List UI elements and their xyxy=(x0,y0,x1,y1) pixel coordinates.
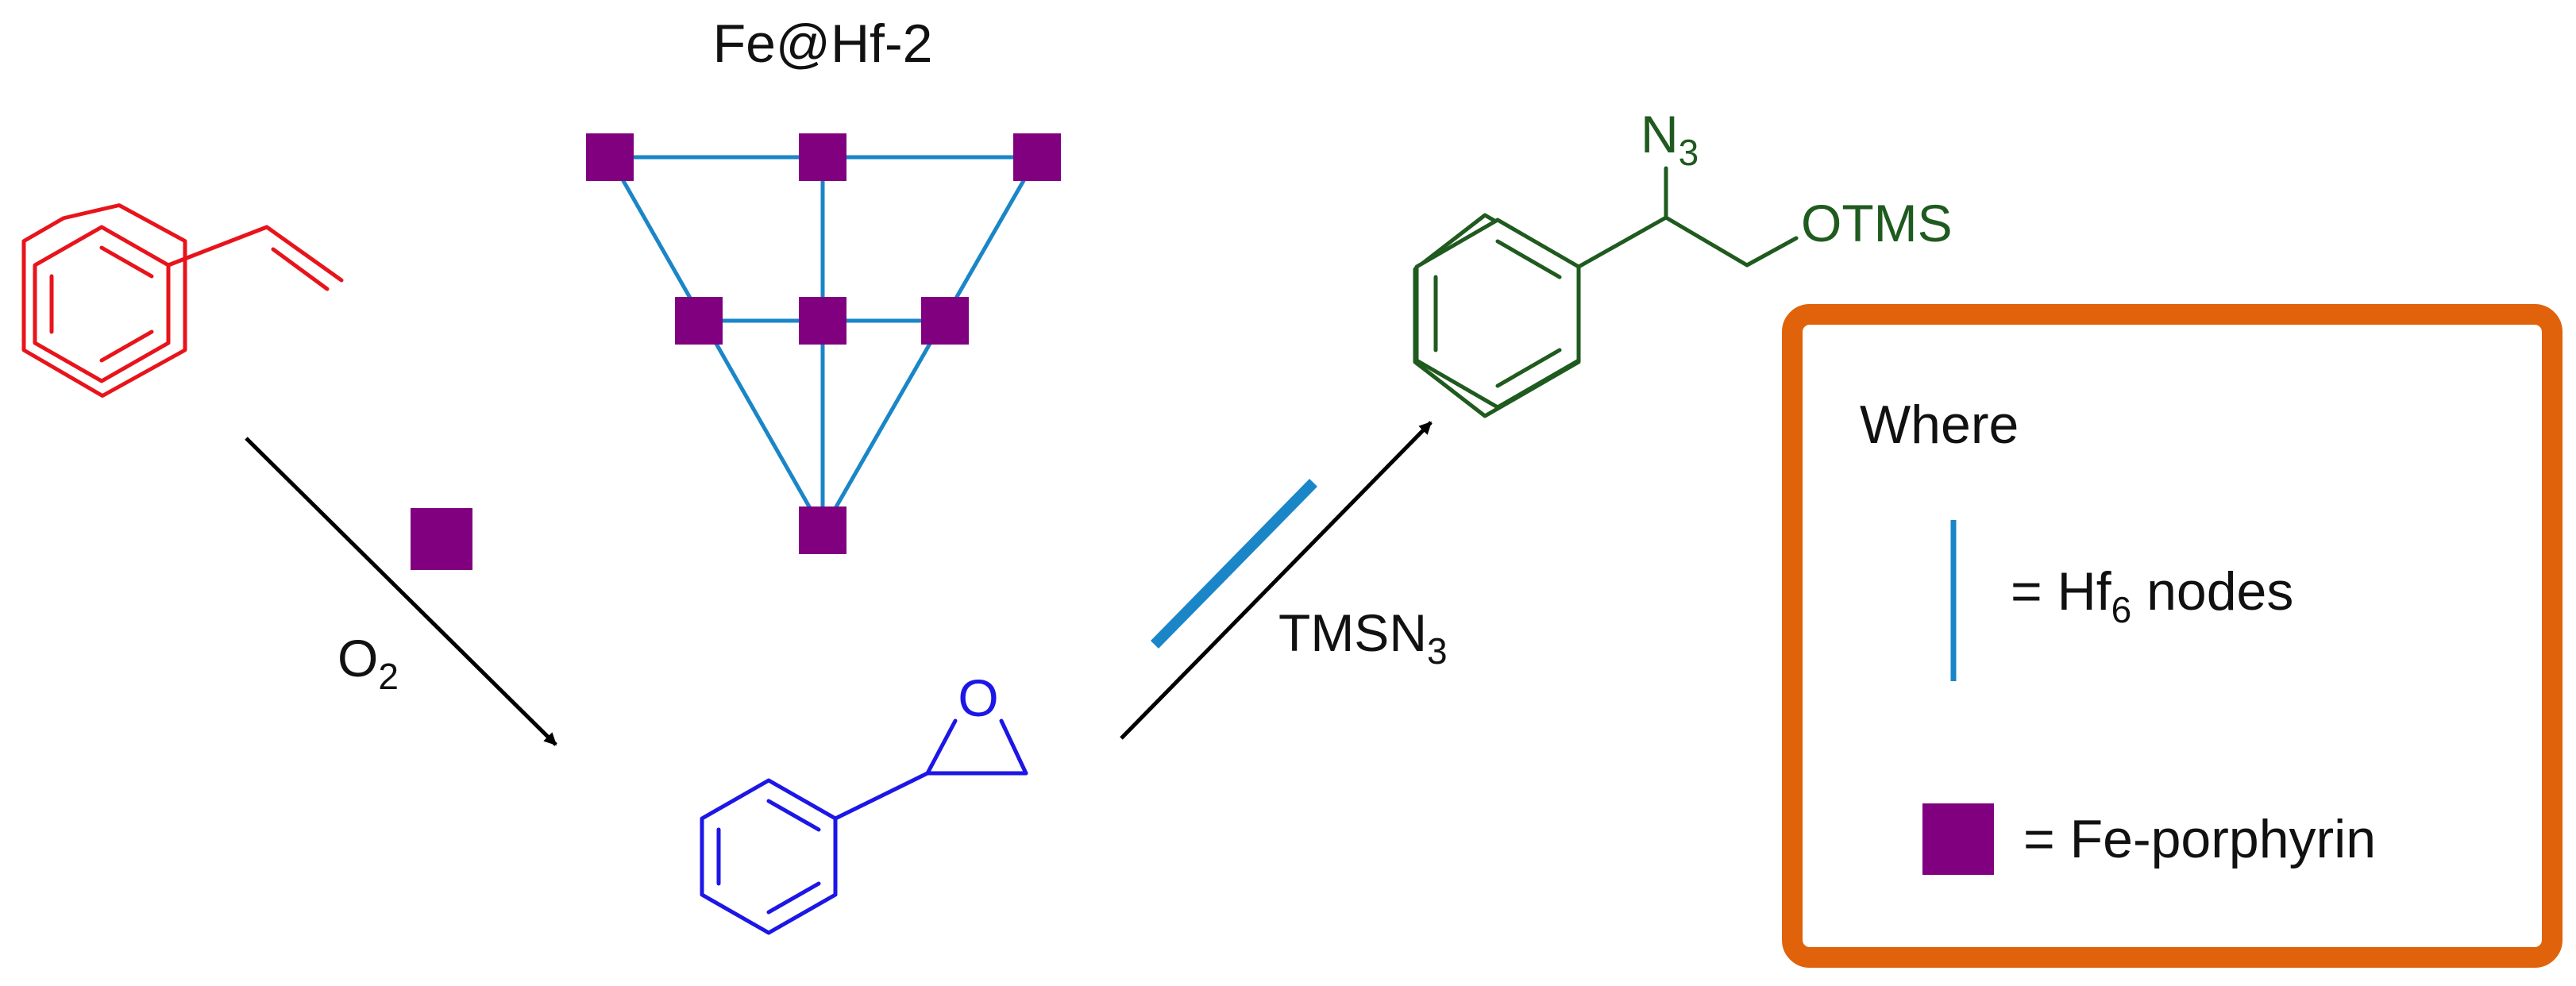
styrene-molecule xyxy=(21,203,187,398)
epoxide-oxygen-label: O xyxy=(958,668,998,727)
step1-arrow xyxy=(245,437,557,746)
product-silyl-ether-label: OTMS xyxy=(1801,194,1953,252)
fe-porphyrin-catalyst-icon xyxy=(411,508,472,570)
legend-box: Where = Hf6 nodes = Fe-porphyrin xyxy=(1782,304,2563,968)
step2-reagent: TMSN3 xyxy=(1278,603,1448,672)
epoxide-structure xyxy=(700,718,1028,935)
product-skeleton xyxy=(1414,166,1799,410)
legend-heading: Where xyxy=(1860,395,2019,455)
legend-porphyrin-swatch xyxy=(1922,803,1994,875)
product-azide-label: N3 xyxy=(1641,105,1699,173)
hf-node-catalyst-icon xyxy=(1151,479,1317,649)
legend-border xyxy=(1782,304,2563,968)
step2-arrow xyxy=(1120,421,1433,740)
legend-hf-node-label: = Hf6 nodes xyxy=(2011,561,2293,630)
styrene-structure xyxy=(33,225,344,383)
framework-title: Fe@Hf-2 xyxy=(713,13,933,74)
legend-porphyrin-label: = Fe-porphyrin xyxy=(2023,809,2376,869)
step1-reagent: O2 xyxy=(337,629,399,697)
framework-porphyrin-nodes xyxy=(586,133,1061,554)
